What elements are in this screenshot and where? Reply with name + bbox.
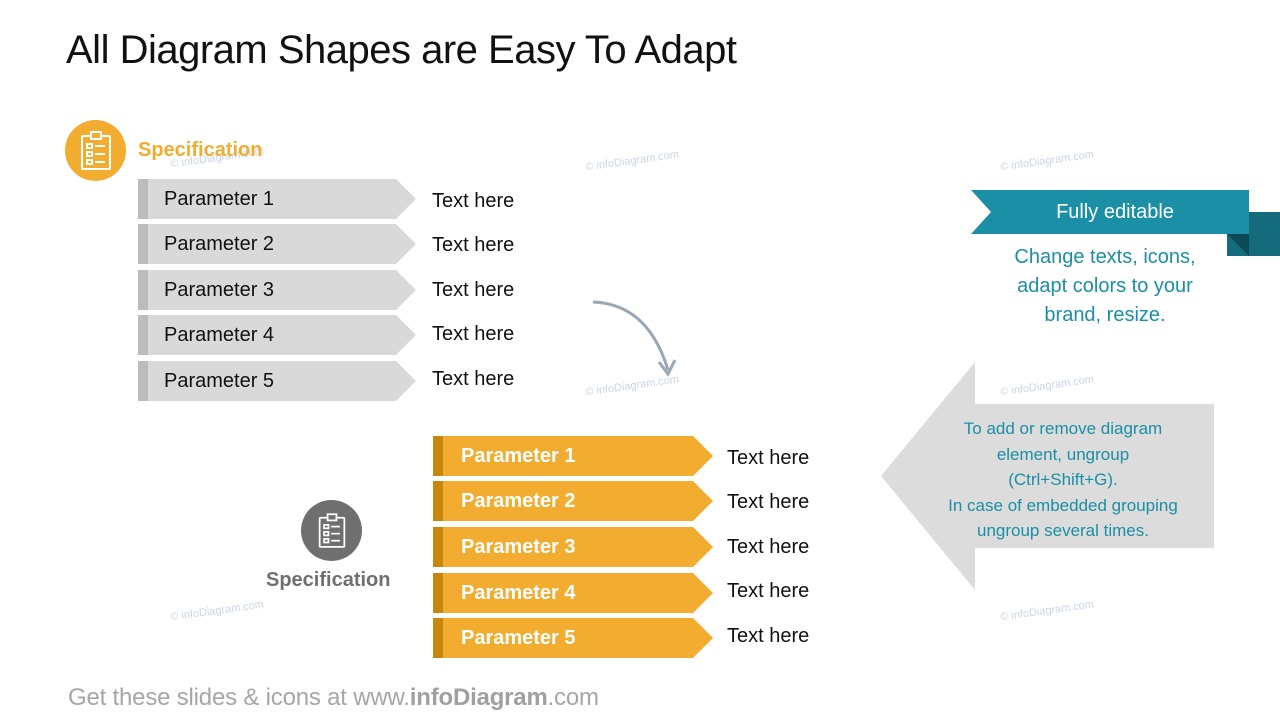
parameter-label: Parameter 2 <box>148 224 416 264</box>
footer-brand: infoDiagram <box>409 684 548 711</box>
ungroup-instructions: To add or remove diagram element, ungrou… <box>948 419 1178 540</box>
parameter-value: Text here <box>432 323 515 345</box>
parameter-value: Text here <box>727 580 810 602</box>
parameter-bar: Parameter 3 <box>138 270 416 310</box>
editable-description: Change texts, icons, adapt colors to you… <box>1014 246 1196 326</box>
parameter-bar: Parameter 2 <box>433 481 713 521</box>
parameter-bar: Parameter 4 <box>433 573 713 613</box>
parameter-label: Parameter 2 <box>443 481 713 521</box>
watermark: © infoDiagram.com <box>999 373 1095 399</box>
parameter-value: Text here <box>432 190 515 212</box>
watermark: © infoDiagram.com <box>584 148 680 174</box>
spec-label: Specification <box>138 139 263 161</box>
watermark: © infoDiagram.com <box>169 598 265 624</box>
parameter-label: Parameter 3 <box>443 527 713 567</box>
parameter-label: Parameter 5 <box>443 618 713 658</box>
slide-title: All Diagram Shapes are Easy To Adapt <box>66 28 737 72</box>
parameter-label: Parameter 4 <box>148 315 416 355</box>
parameter-bar: Parameter 2 <box>138 224 416 264</box>
parameter-bar: Parameter 5 <box>433 618 713 658</box>
parameter-label: Parameter 3 <box>148 270 416 310</box>
parameter-bar: Parameter 1 <box>138 179 416 219</box>
watermark: © infoDiagram.com <box>999 148 1095 174</box>
fully-editable-ribbon: Fully editable <box>971 190 1249 234</box>
parameter-value: Text here <box>432 234 515 256</box>
ribbon-fold-shadow <box>1227 234 1249 256</box>
parameter-bar: Parameter 3 <box>433 527 713 567</box>
parameter-bar: Parameter 4 <box>138 315 416 355</box>
parameter-label: Parameter 4 <box>443 573 713 613</box>
parameter-value: Text here <box>432 368 515 390</box>
parameter-bar: Parameter 1 <box>433 436 713 476</box>
parameter-label: Parameter 1 <box>443 436 713 476</box>
clipboard-checklist-icon <box>65 120 126 181</box>
parameter-bar: Parameter 5 <box>138 361 416 401</box>
parameter-value: Text here <box>727 625 810 647</box>
parameter-value: Text here <box>727 447 810 469</box>
clipboard-checklist-icon <box>301 500 362 561</box>
footer-link[interactable]: Get these slides & icons at www.infoDiag… <box>68 684 599 711</box>
parameter-label: Parameter 5 <box>148 361 416 401</box>
watermark: © infoDiagram.com <box>999 598 1095 624</box>
parameter-value: Text here <box>727 536 810 558</box>
parameter-label: Parameter 1 <box>148 179 416 219</box>
parameter-value: Text here <box>727 491 810 513</box>
parameter-value: Text here <box>432 279 515 301</box>
spec-label: Specification <box>266 569 391 591</box>
curved-arrow-icon <box>592 300 677 377</box>
